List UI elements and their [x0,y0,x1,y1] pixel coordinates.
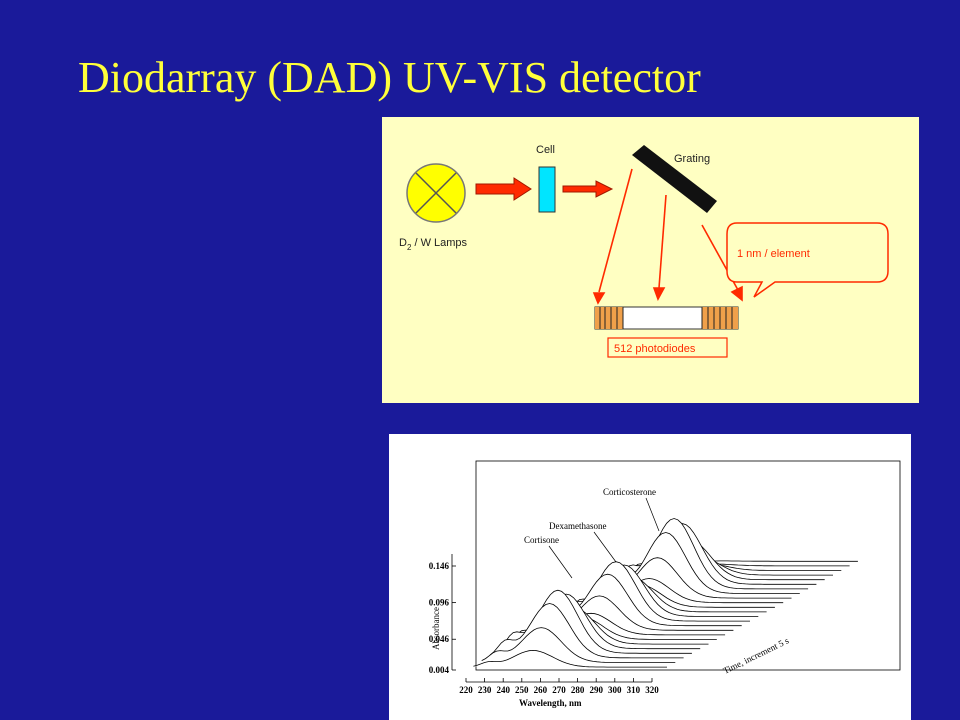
y-ticks: 0.004 0.046 0.096 0.146 [429,561,456,675]
beam-arrow-icon [562,180,614,198]
callout-bubble [726,222,889,298]
x-tick-label: 250 [515,685,529,695]
y-axis-label: Absorbance [431,607,441,650]
x-tick-label: 320 [645,685,659,695]
compound-leader-lines [548,497,660,579]
slide-title: Diodarray (DAD) UV-VIS detector [78,53,701,102]
compound-label-dexamethasone: Dexamethasone [549,521,606,531]
spectrum-trace [489,603,684,659]
lamp-icon [406,163,466,223]
spectra-traces [473,518,858,668]
plot-frame [475,460,901,671]
flow-cell-icon [538,166,556,213]
x-tick-label: 280 [571,685,585,695]
x-tick-label: 270 [552,685,566,695]
lamp-label: D2 / W Lamps [399,237,468,252]
y-tick-label: 0.146 [429,561,450,571]
photodiode-label-box [607,337,728,358]
spectrum-trace [605,532,800,594]
detector-schematic: D2 / W Lamps Cell Grating 1 nm / element [382,117,919,403]
photodiode-label: 512 photodiodes [614,343,696,355]
x-tick-label: 220 [459,685,473,695]
y-tick-label: 0.096 [429,598,450,608]
x-tick-label: 260 [534,685,548,695]
grating-label: Grating [674,153,710,165]
spectrum-trace [481,627,676,663]
compound-label-corticosterone: Corticosterone [603,487,656,497]
x-ticks: 220 230 240 250 260 270 280 290 300 310 320 [459,678,659,695]
x-tick-label: 230 [478,685,492,695]
grating-icon [632,145,717,213]
x-tick-label: 290 [589,685,603,695]
spectrum-trace [473,649,667,668]
x-tick-label: 240 [496,685,510,695]
spectrum-fill [473,650,667,668]
compound-label-cortisone: Cortisone [524,535,559,545]
cell-label: Cell [536,144,555,156]
photodiode-array-icon [594,306,739,330]
y-tick-label: 0.046 [429,634,450,644]
x-tick-label: 300 [608,685,622,695]
x-tick-label: 310 [627,685,641,695]
schematic-svg: D2 / W Lamps Cell Grating 1 nm / element [399,144,889,358]
x-axis-label: Wavelength, nm [519,698,582,708]
y-tick-label: 0.004 [429,665,450,675]
dispersed-rays [592,168,743,305]
beam-arrow-icon [475,177,532,201]
callout-text: 1 nm / element [737,248,810,260]
